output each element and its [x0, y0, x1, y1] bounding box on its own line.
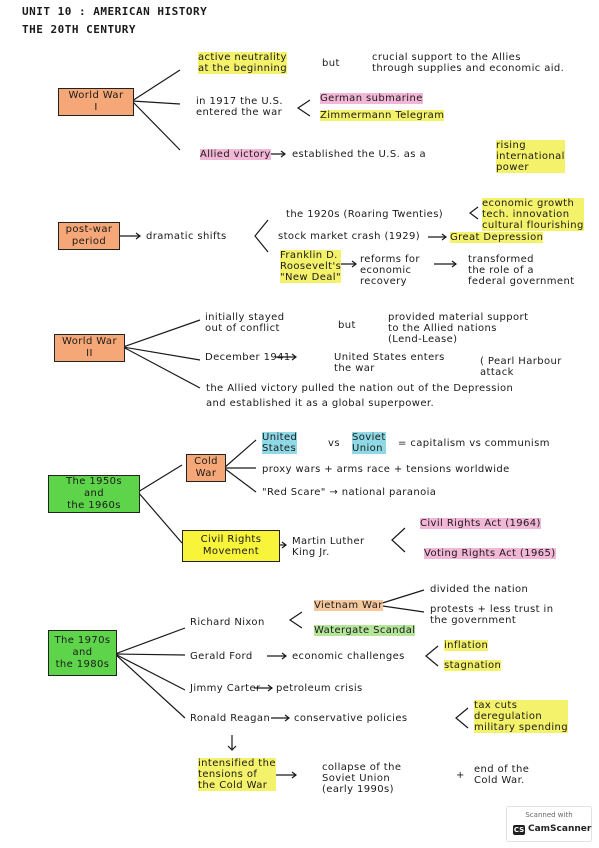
postwar-shifts: dramatic shifts: [146, 231, 227, 242]
ww2-us-enters: United States enters the war: [334, 352, 445, 374]
postwar-crash: stock market crash (1929): [278, 231, 421, 242]
cold-war-red-scare: "Red Scare" → national paranoia: [262, 487, 437, 498]
carter: Jimmy Carter: [190, 683, 261, 694]
page-title: UNIT 10 : AMERICAN HISTORY: [22, 5, 208, 18]
cold-war-ideology: = capitalism vs communism: [398, 438, 550, 449]
world-war-2-box: World War II: [54, 334, 125, 362]
ww2-but: but: [338, 320, 356, 331]
reagan: Ronald Reagan: [190, 713, 271, 724]
ww1-neutrality: active neutrality at the beginning: [198, 52, 287, 74]
civil-mlk: Martin Luther King Jr.: [292, 536, 365, 558]
postwar-depression: Great Depression: [450, 232, 544, 243]
voting-rights-act: Voting Rights Act (1965): [424, 548, 556, 559]
civil-rights-act: Civil Rights Act (1964): [420, 518, 541, 529]
postwar-econ-growth: economic growth tech. innovation cultura…: [482, 198, 584, 231]
cold-war-vs: vs: [328, 438, 340, 449]
stagnation: stagnation: [444, 660, 502, 671]
ww1-but: but: [322, 58, 340, 69]
vietnam-divided: divided the nation: [430, 584, 529, 595]
nixon: Richard Nixon: [190, 617, 265, 628]
ww1-entered: in 1917 the U.S. entered the war: [196, 96, 283, 118]
ww1-german-submarine: German submarine: [320, 93, 423, 104]
ford: Gerald Ford: [190, 651, 253, 662]
ww1-rising-power: rising international power: [496, 140, 565, 173]
postwar-reforms: reforms for economic recovery: [360, 254, 420, 287]
camscanner-watermark: Scanned with CS CamScanner: [506, 806, 592, 842]
economic-challenges: economic challenges: [292, 651, 405, 662]
ww1-allied-victory: Allied victory: [200, 149, 271, 160]
ww1-zimmermann: Zimmermann Telegram: [320, 110, 445, 121]
cold-war-proxy: proxy wars + arms race + tensions worldw…: [262, 464, 510, 475]
world-war-1-box: World War I: [58, 88, 134, 116]
ww2-allied-victory: the Allied victory pulled the nation out…: [206, 383, 514, 394]
ww2-december: December 1941: [205, 352, 291, 363]
watergate: Watergate Scandal: [314, 625, 416, 636]
cold-war-box: Cold War: [186, 454, 226, 482]
scanned-with-label: Scanned with: [525, 811, 573, 819]
page-subtitle: THE 20TH CENTURY: [22, 23, 136, 36]
plus-sign: +: [456, 770, 465, 781]
postwar-fdr: Franklin D. Roosevelt's "New Deal": [280, 250, 342, 283]
conservative-policies: conservative policies: [294, 713, 408, 724]
ww2-material: provided material support to the Allied …: [388, 312, 529, 345]
ww2-pearl-harbour: ( Pearl Harbour attack: [480, 356, 562, 378]
cold-war-us: United States: [262, 432, 298, 454]
petroleum-crisis: petroleum crisis: [276, 683, 363, 694]
end-cold-war: end of the Cold War.: [474, 764, 530, 786]
civil-rights-box: Civil Rights Movement: [182, 530, 280, 562]
postwar-transformed: transformed the role of a federal govern…: [468, 254, 575, 287]
reagan-policies: tax cuts deregulation military spending: [474, 700, 568, 733]
camscanner-name: CamScanner: [528, 824, 592, 834]
post-war-box: post-war period: [58, 222, 120, 250]
intensified-tensions: intensified the tensions of the Cold War: [198, 758, 276, 791]
postwar-roaring: the 1920s (Roaring Twenties): [286, 209, 444, 220]
soviet-collapse: collapse of the Soviet Union (early 1990…: [322, 762, 402, 795]
ww2-stayed: initially stayed out of conflict: [205, 312, 285, 334]
cold-war-soviet: Soviet Union: [352, 432, 386, 454]
ww1-established: established the U.S. as a: [292, 149, 426, 160]
fifties-sixties-box: The 1950s and the 1960s: [48, 475, 140, 513]
camscanner-logo-icon: CS: [513, 825, 525, 835]
inflation: inflation: [444, 640, 489, 651]
vietnam-protests: protests + less trust in the government: [430, 604, 554, 626]
ww1-support: crucial support to the Allies through su…: [372, 52, 565, 74]
vietnam-war: Vietnam War: [314, 600, 383, 611]
seventies-eighties-box: The 1970s and the 1980s: [48, 630, 117, 676]
ww2-superpower: and established it as a global superpowe…: [206, 398, 435, 409]
